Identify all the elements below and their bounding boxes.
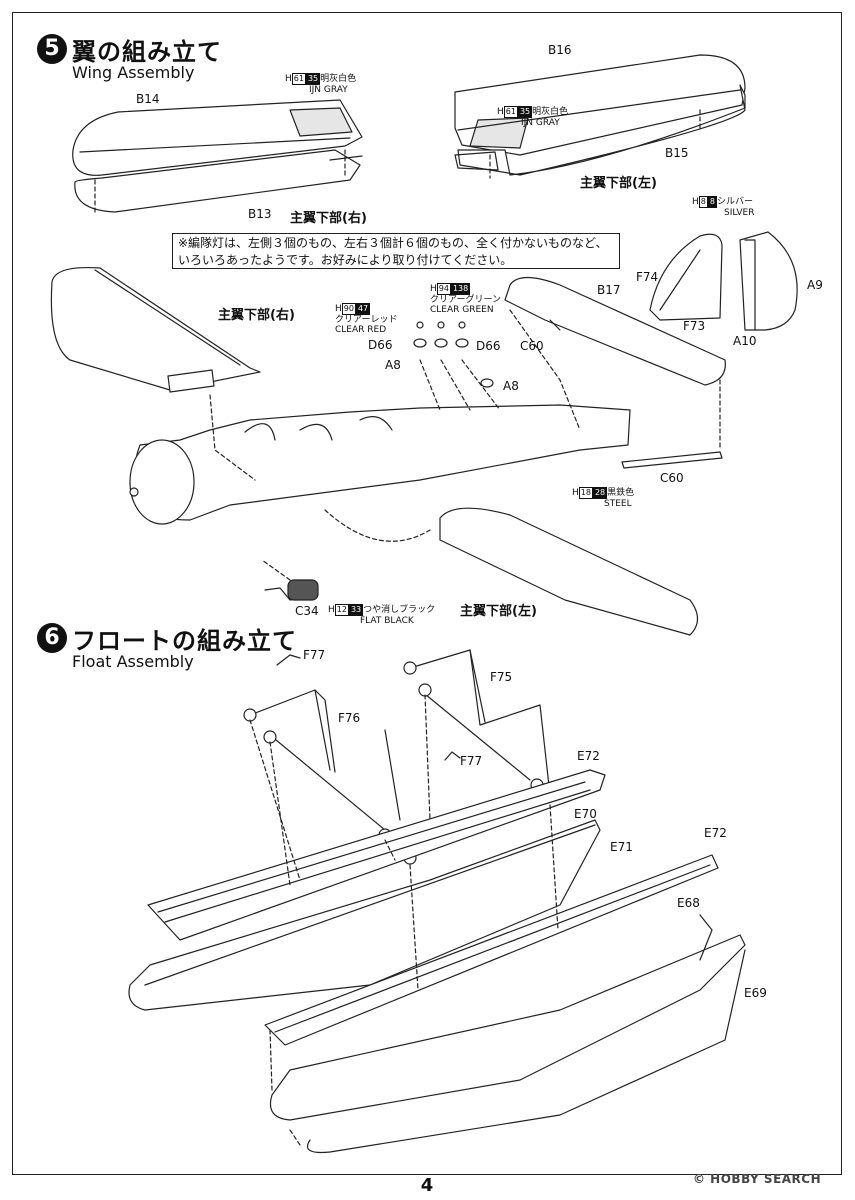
label-b16: B16 (548, 43, 572, 57)
label-b13: B13 (248, 207, 272, 221)
label-b15: B15 (665, 146, 689, 160)
fin-f73-f74 (649, 233, 723, 321)
label-e72-b: E72 (704, 826, 727, 840)
step-number-6: 6 (37, 623, 67, 653)
strut-c60 (621, 451, 723, 469)
page-frame (12, 12, 842, 1175)
formation-light-note: ※編隊灯は、左側３個のもの、左右３個計６個のもの、全く付かないものなど、いろいろ… (172, 233, 620, 269)
label-b17: B17 (597, 283, 621, 297)
label-a8-a: A8 (385, 358, 401, 372)
wing-upper-b14 (72, 99, 363, 176)
guide-lines-float (249, 694, 559, 1146)
label-f75: F75 (490, 670, 513, 684)
wing-lower-b13 (74, 149, 363, 213)
label-b14: B14 (136, 92, 160, 106)
part-c34 (264, 579, 319, 601)
label-e69: E69 (744, 986, 767, 1000)
step-subtitle-wing: Wing Assembly (72, 63, 195, 82)
label-c60-b: C60 (660, 471, 684, 485)
label-e68: E68 (677, 896, 700, 910)
wing-main-right (50, 266, 261, 393)
guide-lines-wing (94, 109, 721, 581)
label-e71: E71 (610, 840, 633, 854)
caption-lower-left-1: 主翼下部(左) (580, 176, 657, 191)
caption-lower-right-1: 主翼下部(右) (290, 211, 367, 226)
label-a10: A10 (733, 334, 757, 348)
label-a9: A9 (807, 278, 823, 292)
label-f77-b: F77 (460, 754, 483, 768)
float-right (264, 854, 746, 1154)
label-c60-a: C60 (520, 339, 544, 353)
label-d66-b: D66 (476, 339, 501, 353)
step-number-5: 5 (37, 34, 67, 64)
label-f77-a: F77 (303, 648, 326, 662)
caption-lower-left-2: 主翼下部(左) (460, 604, 537, 619)
rudder-a9-a10 (739, 231, 798, 331)
label-e70: E70 (574, 807, 597, 821)
wing-lower-b15 (454, 84, 746, 176)
label-f74: F74 (636, 270, 659, 284)
label-f76: F76 (338, 711, 361, 725)
page-number: 4 (420, 1175, 434, 1196)
watermark: © HOBBY SEARCH (693, 1172, 822, 1186)
label-c34: C34 (295, 604, 319, 618)
label-f73: F73 (683, 319, 706, 333)
caption-lower-right-2: 主翼下部(右) (218, 308, 295, 323)
wing-main-left-upper (504, 276, 726, 386)
step-title-wing: 翼の組み立て (72, 38, 222, 66)
fuselage (129, 404, 631, 525)
step-subtitle-float: Float Assembly (72, 652, 194, 671)
float-left (128, 769, 606, 1011)
formation-lights (413, 321, 494, 388)
label-a8-b: A8 (503, 379, 519, 393)
label-e72-a: E72 (577, 749, 600, 763)
step-title-float: フロートの組み立て (72, 627, 297, 655)
wing-upper-b16 (454, 54, 746, 156)
wing-main-left (439, 507, 699, 636)
label-d66-a: D66 (368, 338, 393, 352)
